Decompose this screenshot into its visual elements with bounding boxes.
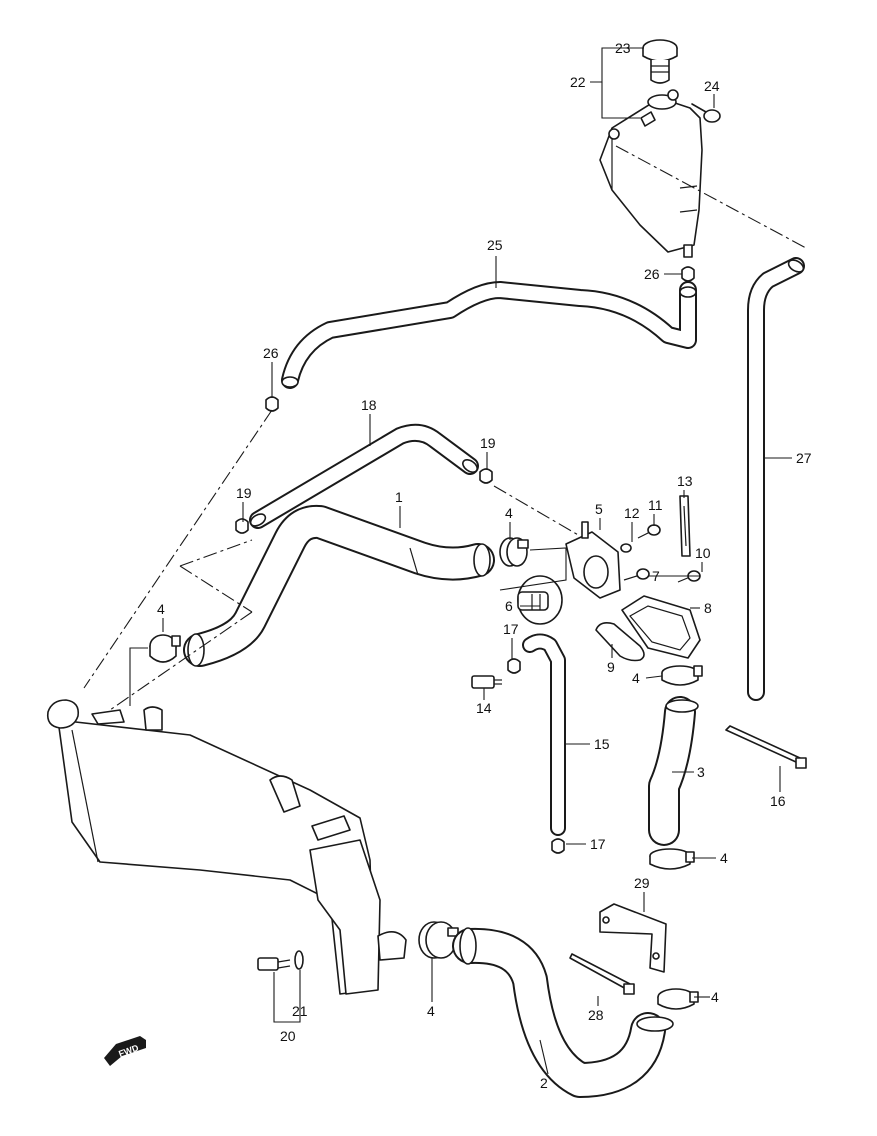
callout-29: 29 [634,875,650,891]
callout-26: 26 [644,266,660,282]
callout-22: 22 [570,74,586,90]
callout-4: 4 [720,850,728,866]
callout-2: 2 [540,1075,548,1091]
mounting-bracket [599,903,667,973]
callout-26: 26 [263,345,279,361]
callout-25: 25 [487,237,503,253]
hose-clamp [661,665,703,686]
callout-15: 15 [594,736,610,752]
housing-bolt [623,568,650,581]
bleed-bolt [637,524,661,539]
callout-4: 4 [711,989,719,1005]
callout-4: 4 [427,1003,435,1019]
callout-4: 4 [157,601,165,617]
hose-clamp [649,848,695,870]
hose-clip [551,838,565,854]
callout-17: 17 [503,621,519,637]
callout-14: 14 [476,700,492,716]
cable-tie [725,725,807,769]
o-ring [595,622,645,662]
callout-10: 10 [695,545,711,561]
drain-bolt [257,957,291,971]
hose-clamp [149,634,181,663]
callout-numbers: 23 22 24 26 25 26 18 19 19 1 4 5 12 11 1… [157,40,812,1091]
callout-5: 5 [595,501,603,517]
hose-clip [265,396,279,412]
callout-leaders [129,47,792,1075]
reservoir-hose [281,281,697,389]
callout-24: 24 [704,78,720,94]
lower-radiator-hose [452,927,674,1098]
thermostat [517,575,563,625]
callout-12: 12 [624,505,640,521]
bracket [679,495,691,557]
callout-6: 6 [505,598,513,614]
callout-3: 3 [697,764,705,780]
hose-clip [235,518,249,534]
callout-16: 16 [770,793,786,809]
callout-9: 9 [607,659,615,675]
hose-clip [681,266,695,282]
hose-clamp [499,537,529,567]
callout-17: 17 [590,836,606,852]
forward-direction-arrow-icon: FWD [104,1036,146,1066]
tank-mount-bolt [691,103,721,123]
radiator [46,699,407,995]
hose-clip [479,468,493,484]
thermostat-cover [565,521,621,599]
reservoir-tank [599,89,703,258]
drain-washer [294,950,304,970]
reservoir-cap [642,39,678,84]
callout-11: 11 [648,497,663,513]
callout-27: 27 [796,450,812,466]
callout-19: 19 [236,485,252,501]
callout-23: 23 [615,40,631,56]
callout-4: 4 [632,670,640,686]
callout-8: 8 [704,600,712,616]
overflow-hose [747,257,805,701]
callout-20: 20 [280,1028,296,1044]
reference-lines [83,145,807,711]
callout-13: 13 [677,473,693,489]
callout-7: 7 [652,568,660,584]
callout-19: 19 [480,435,496,451]
callout-4: 4 [505,505,513,521]
water-pump-hose [648,696,699,846]
small-water-hose [522,633,566,836]
gasket-washer [620,543,632,553]
callout-18: 18 [361,397,377,413]
upper-radiator-hose [183,504,495,667]
hose-clamp [418,921,459,959]
cable-tie [569,953,635,995]
callout-1: 1 [395,489,403,505]
hose-clip [507,658,521,674]
callout-21: 21 [292,1003,308,1019]
bypass-hose [249,423,479,529]
hose-union [471,675,502,689]
hose-clamp [657,988,699,1010]
thermostat-case [621,595,701,659]
callout-28: 28 [588,1007,604,1023]
